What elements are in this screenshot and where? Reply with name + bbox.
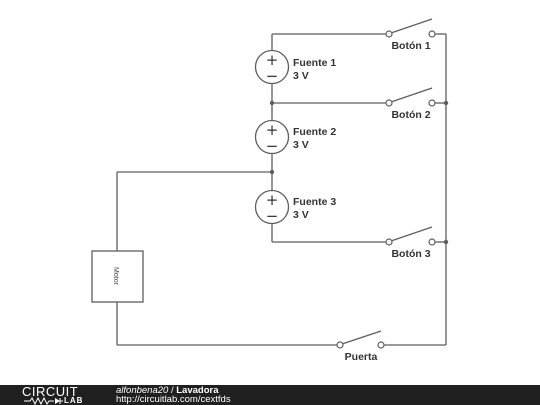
switch-boton-2[interactable]: Botón 2 xyxy=(385,87,436,121)
minus-icon: − xyxy=(266,67,279,85)
author-name[interactable]: alfonbena20 xyxy=(116,385,169,396)
source-1-name: Fuente 1 xyxy=(293,57,336,69)
circuit-schematic: + − Fuente 1 3 V + − Fuente 2 3 V + − Fu… xyxy=(91,18,449,363)
plus-icon: + xyxy=(266,51,279,69)
voltage-source-2[interactable]: + − Fuente 2 3 V xyxy=(254,119,337,156)
source-1-value: 3 V xyxy=(293,70,309,82)
switch-terminal xyxy=(428,99,436,107)
footer-bar: CIRCUIT LAB alfonbena20 / Lavadora http:… xyxy=(0,385,540,405)
switch-boton-3[interactable]: Botón 3 xyxy=(385,226,436,260)
motor[interactable]: · · Motor xyxy=(91,250,144,303)
switch-boton-3-label: Botón 3 xyxy=(391,248,430,260)
junction-dot xyxy=(443,239,449,245)
source-2-name: Fuente 2 xyxy=(293,126,336,138)
circuit-title[interactable]: Lavadora xyxy=(176,385,219,396)
minus-icon: − xyxy=(266,137,279,155)
source-3-name: Fuente 3 xyxy=(293,196,336,208)
switch-terminal xyxy=(428,238,436,246)
switch-terminal xyxy=(385,238,393,246)
switch-boton-1-label: Botón 1 xyxy=(391,40,430,52)
minus-icon: − xyxy=(266,207,279,225)
motor-label: Motor xyxy=(112,267,119,286)
source-3-value: 3 V xyxy=(293,209,309,221)
plus-icon: + xyxy=(266,121,279,139)
switch-terminal xyxy=(377,341,385,349)
logo-lab-text: LAB xyxy=(64,396,84,405)
switch-terminal xyxy=(336,341,344,349)
voltage-source-3[interactable]: + − Fuente 3 3 V xyxy=(254,189,337,226)
motor-pin-top: · xyxy=(113,253,115,259)
switch-puerta-label: Puerta xyxy=(345,351,378,363)
motor-pin-bottom: · xyxy=(113,295,115,301)
credit-separator: / xyxy=(168,385,177,396)
switch-blade xyxy=(390,18,433,34)
logo-resistor-icon xyxy=(24,397,63,405)
source-2-value: 3 V xyxy=(293,139,309,151)
switch-blade xyxy=(390,87,433,103)
logo-wordmark: CIRCUIT xyxy=(22,384,79,399)
switch-boton-2-label: Botón 2 xyxy=(391,109,430,121)
circuitlab-logo[interactable]: CIRCUIT LAB xyxy=(22,385,102,405)
switch-boton-1[interactable]: Botón 1 xyxy=(385,18,436,52)
motor-body xyxy=(91,250,144,303)
junction-dot xyxy=(269,169,275,175)
junction-dot xyxy=(269,100,275,106)
switch-terminal xyxy=(428,30,436,38)
source-1-symbol xyxy=(254,49,290,85)
switch-terminal xyxy=(385,99,393,107)
plus-icon: + xyxy=(266,191,279,209)
switch-blade xyxy=(390,226,433,242)
switch-terminal xyxy=(385,30,393,38)
voltage-source-1[interactable]: + − Fuente 1 3 V xyxy=(254,49,337,86)
circuit-url[interactable]: http://circuitlab.com/cextfds xyxy=(116,394,231,405)
source-3-symbol xyxy=(254,189,290,225)
junction-dot xyxy=(443,100,449,106)
switch-blade xyxy=(341,330,382,345)
switch-puerta[interactable]: Puerta xyxy=(336,330,385,363)
source-2-symbol xyxy=(254,119,290,155)
credit-line: alfonbena20 / Lavadora xyxy=(116,385,218,396)
